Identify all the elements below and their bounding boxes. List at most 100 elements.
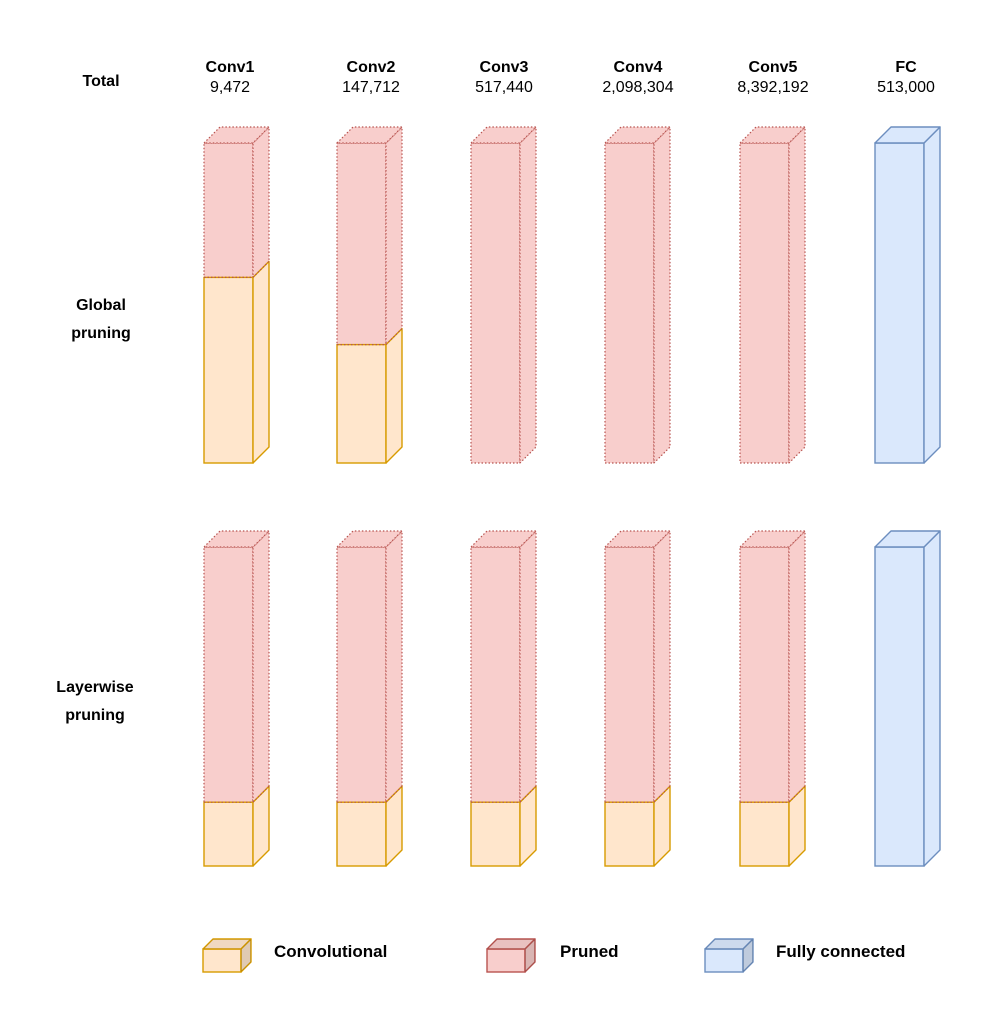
pruned-segment-top [470,530,537,548]
pruned-segment-side [519,126,537,464]
row-header-total: Total [31,72,171,92]
pruned-segment-side [653,126,671,464]
pruned-segment-side [385,126,403,346]
conv-segment-front [336,343,387,464]
row-label-line2: pruning [65,707,125,724]
split-line-side [252,260,270,278]
legend-cube-top-shade [705,939,753,949]
col-name: Conv3 [479,59,529,76]
fc-segment-top [874,530,941,548]
col-name: Conv5 [748,59,798,76]
legend-cube-side [524,938,536,973]
split-line-side [385,328,403,346]
bar-conv1-row2 [203,530,270,867]
pruned-segment-top [739,126,806,144]
col-total: 513,000 [877,79,935,96]
col-total: 8,392,192 [737,79,809,96]
col-header-conv3: Conv3 517,440 [434,58,574,98]
pruned-segment-side [788,126,806,464]
legend-swatch-pruned [486,938,536,973]
pruned-segment-top [336,126,403,144]
col-header-conv4: Conv4 2,098,304 [568,58,708,98]
total-label: Total [82,73,120,90]
conv-segment-front [203,801,254,867]
split-line-side [788,785,806,803]
pruned-segment-side [385,530,403,803]
bar-conv5-row2 [739,530,806,867]
pruned-segment-front [470,142,521,464]
bar-conv2-row1 [336,126,403,464]
col-total: 9,472 [209,79,251,96]
pruned-segment-side [252,530,270,803]
legend-cube-front [486,948,526,973]
split-line-side [252,785,270,803]
bar-conv1-row1 [203,126,270,464]
split-line-side [519,785,537,803]
col-header-conv1: Conv1 9,472 [160,58,300,98]
pruned-segment-side [252,126,270,278]
pruned-segment-front [604,142,655,464]
conv-segment-front [604,801,655,867]
legend-cube-side-shade [743,939,753,972]
pruned-segment-top [739,530,806,548]
col-total: 147,712 [342,79,400,96]
conv-segment-side [252,260,270,464]
legend-cube-front [202,948,242,973]
bar-conv5-row1 [739,126,806,464]
pruned-segment-side [788,530,806,803]
col-header-conv2: Conv2 147,712 [301,58,441,98]
col-name: Conv1 [205,59,255,76]
bar-conv3-row2 [470,530,537,867]
pruned-segment-front [739,546,790,803]
conv-segment-front [470,801,521,867]
conv-segment-side [385,327,403,464]
conv-segment-front [336,801,387,867]
pruned-segment-top [203,530,270,548]
legend-cube-front [704,948,744,973]
legend-swatch-conv [202,938,252,973]
pruned-segment-front [604,546,655,803]
pruned-segment-front [203,142,254,278]
bar-conv3-row1 [470,126,537,464]
legend-cube-top-shade [203,939,251,949]
legend-cube-side [240,938,252,973]
pruned-segment-top [604,126,671,144]
split-line-side [653,785,671,803]
pruned-segment-top [203,126,270,144]
pruned-segment-side [653,530,671,803]
row-label-line1: Layerwise [56,679,134,696]
row-label-global: Global pruning [21,292,181,348]
row-label-layerwise: Layerwise pruning [15,674,175,730]
legend-label-convolutional: Convolutional [274,942,388,961]
col-total: 517,440 [475,79,533,96]
fc-segment-top [874,126,941,144]
col-name: Conv4 [613,59,663,76]
legend-cube-top-shade [487,939,535,949]
col-header-fc: FC 513,000 [836,58,976,98]
bar-fc-row2 [874,530,941,867]
row-label-line2: pruning [71,325,131,342]
col-header-conv5: Conv5 8,392,192 [703,58,843,98]
pruned-segment-side [519,530,537,803]
fc-segment-side [923,530,941,867]
pruned-segment-front [336,142,387,346]
fc-segment-front [874,142,925,464]
legend-cube-side-shade [525,939,535,972]
conv-segment-front [203,276,254,464]
bar-conv4-row1 [604,126,671,464]
col-total: 2,098,304 [602,79,674,96]
conv-segment-front [739,801,790,867]
col-name: Conv2 [346,59,396,76]
legend-cube-side [742,938,754,973]
row-label-line1: Global [76,297,126,314]
fc-segment-front [874,546,925,867]
legend-label-fully-connected: Fully connected [776,942,906,961]
pruned-segment-front [336,546,387,803]
pruned-segment-front [203,546,254,803]
pruned-segment-top [336,530,403,548]
col-name: FC [895,59,917,76]
legend-cube-side-shade [241,939,251,972]
split-line-side [385,785,403,803]
